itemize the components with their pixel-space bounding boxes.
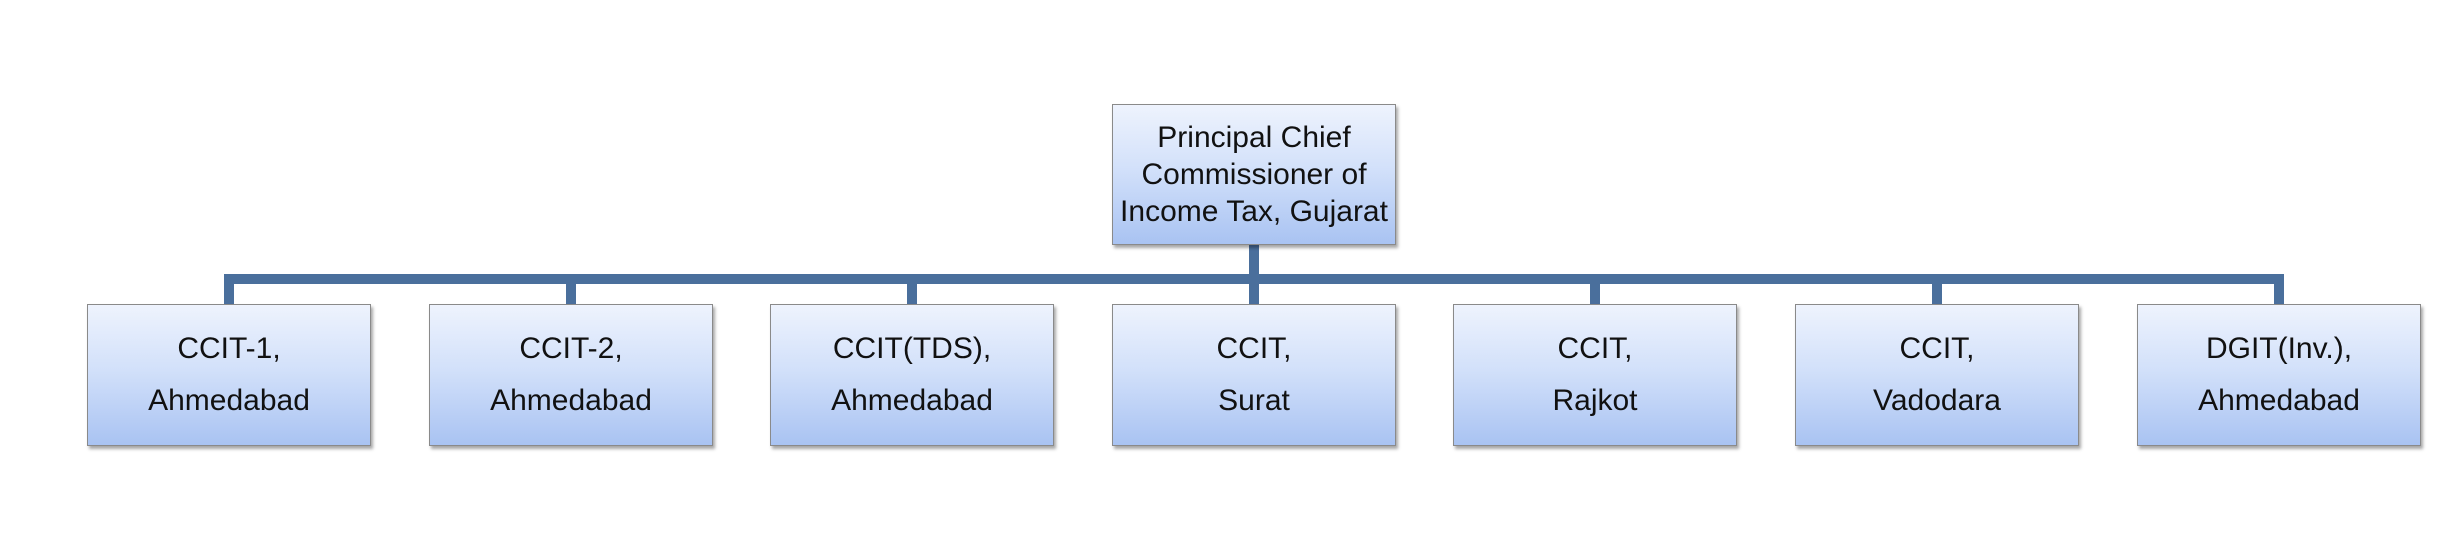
child-drop-connector-5 [1590,274,1600,308]
child-label-line-2: Ahmedabad [831,384,993,417]
child-drop-connector-2 [566,274,576,308]
child-drop-connector-7 [2274,274,2284,308]
child-drop-connector-1 [224,274,234,308]
child-node-ccit-2-ahmedabad: CCIT-2, Ahmedabad [429,304,713,446]
root-node-principal-chief-commissioner: Principal Chief Commissioner of Income T… [1112,104,1396,245]
child-label-line-1: CCIT-1, [177,332,281,365]
child-label-line-2: Ahmedabad [148,384,310,417]
child-node-dgit-inv-ahmedabad: DGIT(Inv.), Ahmedabad [2137,304,2421,446]
child-label-line-2: Surat [1218,384,1290,417]
child-node-ccit-tds-ahmedabad: CCIT(TDS), Ahmedabad [770,304,1054,446]
horizontal-bus-connector [224,274,2284,284]
child-label-line-1: CCIT, [1557,332,1633,365]
child-label-line-2: Ahmedabad [2198,384,2360,417]
child-label-line-2: Vadodara [1873,384,2001,417]
root-label-line-2: Commissioner of [1141,158,1367,191]
child-label-line-1: CCIT, [1899,332,1975,365]
child-label-line-2: Ahmedabad [490,384,652,417]
child-drop-connector-3 [907,274,917,308]
root-label-line-3: Income Tax, Gujarat [1120,195,1388,228]
child-node-ccit-vadodara: CCIT, Vadodara [1795,304,2079,446]
child-node-ccit-1-ahmedabad: CCIT-1, Ahmedabad [87,304,371,446]
child-label-line-1: CCIT-2, [519,332,623,365]
child-label-line-1: CCIT, [1216,332,1292,365]
root-label-line-1: Principal Chief [1157,121,1351,154]
child-drop-connector-6 [1932,274,1942,308]
child-label-line-1: CCIT(TDS), [832,332,992,365]
child-node-ccit-rajkot: CCIT, Rajkot [1453,304,1737,446]
child-label-line-1: DGIT(Inv.), [2205,332,2353,365]
child-label-line-2: Rajkot [1552,384,1638,417]
child-node-ccit-surat: CCIT, Surat [1112,304,1396,446]
